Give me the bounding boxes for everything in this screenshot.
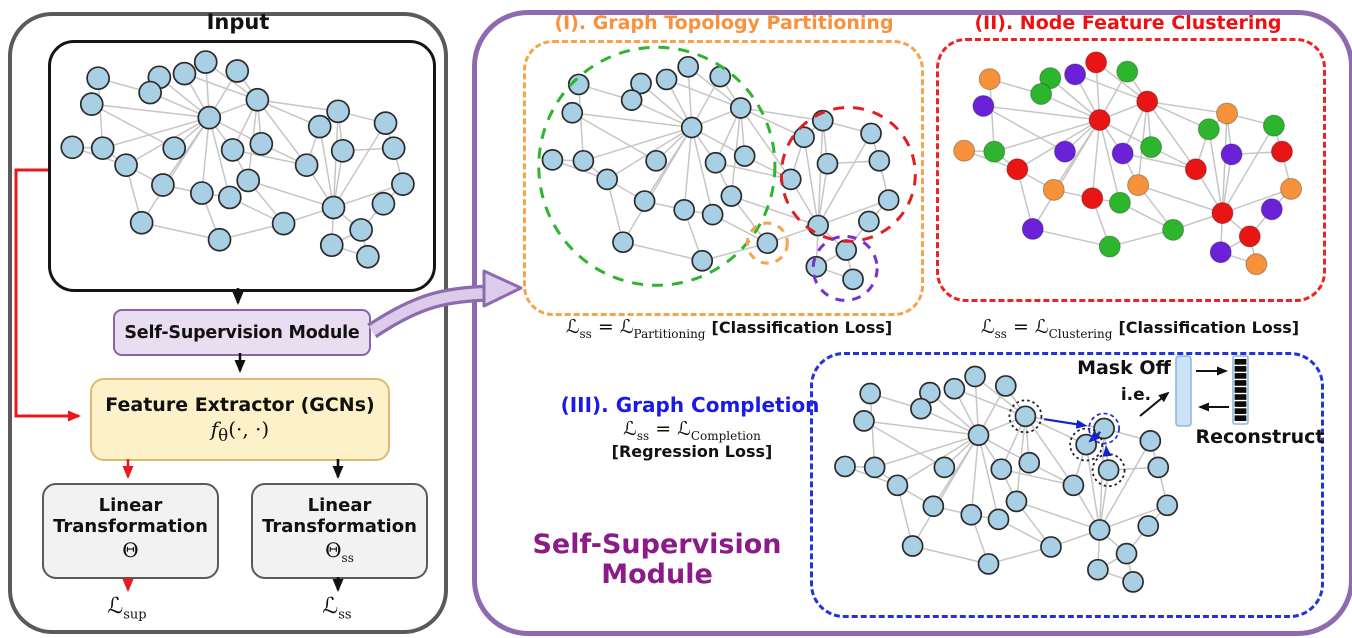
mask-off-label: Mask Off — [1077, 357, 1171, 379]
reconstruct-label: Reconstruct — [1195, 426, 1325, 448]
feature-extractor-box: Feature Extractor (GCNs) fθ(·, ·) — [90, 378, 390, 461]
feature-extractor-label: Feature Extractor (GCNs) — [105, 394, 375, 416]
theta-ss-symbol: Θss — [325, 537, 354, 565]
partitioning-formula: ℒss = ℒPartitioning [Classification Loss… — [565, 316, 893, 341]
linear-label: Linear — [98, 495, 163, 517]
self-supervision-module-box: Self-Supervision Module — [113, 309, 371, 356]
transformation-label: Transformation — [53, 516, 208, 538]
self-supervision-module-label: Self-Supervision Module — [124, 322, 360, 343]
completion-loss-annotation: [Regression Loss] — [611, 442, 773, 461]
partitioning-title: (I). Graph Topology Partitioning — [554, 12, 894, 34]
input-label: Input — [206, 10, 270, 34]
input-graph-box — [48, 40, 436, 292]
feature-extractor-formula: fθ(·, ·) — [210, 417, 270, 445]
linear-transformation-ss-box: Linear Transformation Θss — [251, 483, 428, 579]
theta-symbol: Θ — [122, 537, 139, 562]
linear-label: Linear — [307, 495, 372, 517]
completion-title: (III). Graph Completion — [560, 393, 820, 417]
clustering-formula: ℒss = ℒClustering [Classification Loss] — [980, 316, 1300, 341]
completion-formula: ℒss = ℒCompletion — [623, 418, 761, 443]
partitioning-box — [523, 40, 924, 316]
transformation-label: Transformation — [262, 516, 417, 538]
self-supervised-loss-label: ℒss — [322, 594, 352, 623]
clustering-box — [936, 38, 1326, 302]
completion-box — [810, 352, 1324, 618]
clustering-title: (II). Node Feature Clustering — [974, 12, 1282, 34]
ie-label: i.e. — [1120, 385, 1152, 405]
linear-transformation-sup-box: Linear Transformation Θ — [42, 483, 219, 579]
supervised-loss-label: ℒsup — [107, 594, 147, 623]
module-title: Self-Supervision Module — [532, 529, 782, 591]
